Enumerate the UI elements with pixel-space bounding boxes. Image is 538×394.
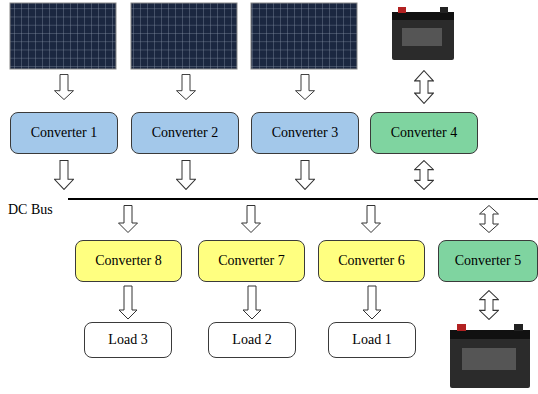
converter-box: Converter 6	[318, 240, 425, 282]
box-label: Converter 6	[338, 253, 404, 270]
converter-box: Converter 8	[75, 240, 182, 282]
solar-panel	[10, 3, 357, 69]
converter-box: Converter 2	[131, 112, 239, 154]
converter-box: Converter 3	[251, 112, 359, 154]
box-label: Load 1	[352, 332, 391, 349]
box-label: Converter 2	[152, 125, 218, 142]
converter-box: Converter 5	[438, 240, 538, 282]
bus-label: DC Bus	[6, 202, 55, 218]
block-arrow-connector	[119, 286, 137, 319]
load-box: Load 2	[208, 322, 296, 358]
box-label: Converter 5	[455, 253, 521, 270]
block-arrow-connector	[363, 286, 381, 319]
converter-box: Converter 1	[10, 112, 118, 154]
box-label: Converter 1	[31, 125, 97, 142]
box-label: Converter 7	[218, 253, 284, 270]
box-label: Converter 8	[95, 253, 161, 270]
box-label: Converter 4	[391, 125, 457, 142]
dc-bus-line	[68, 198, 538, 200]
converter-box: Converter 4	[370, 112, 478, 154]
load-box: Load 1	[328, 322, 416, 358]
block-arrow	[55, 71, 499, 320]
converter-box: Converter 7	[198, 240, 305, 282]
load-box: Load 3	[84, 322, 172, 358]
box-label: Load 2	[232, 332, 271, 349]
box-label: Converter 3	[272, 125, 338, 142]
block-arrow-connector	[243, 286, 261, 319]
box-label: Load 3	[108, 332, 147, 349]
